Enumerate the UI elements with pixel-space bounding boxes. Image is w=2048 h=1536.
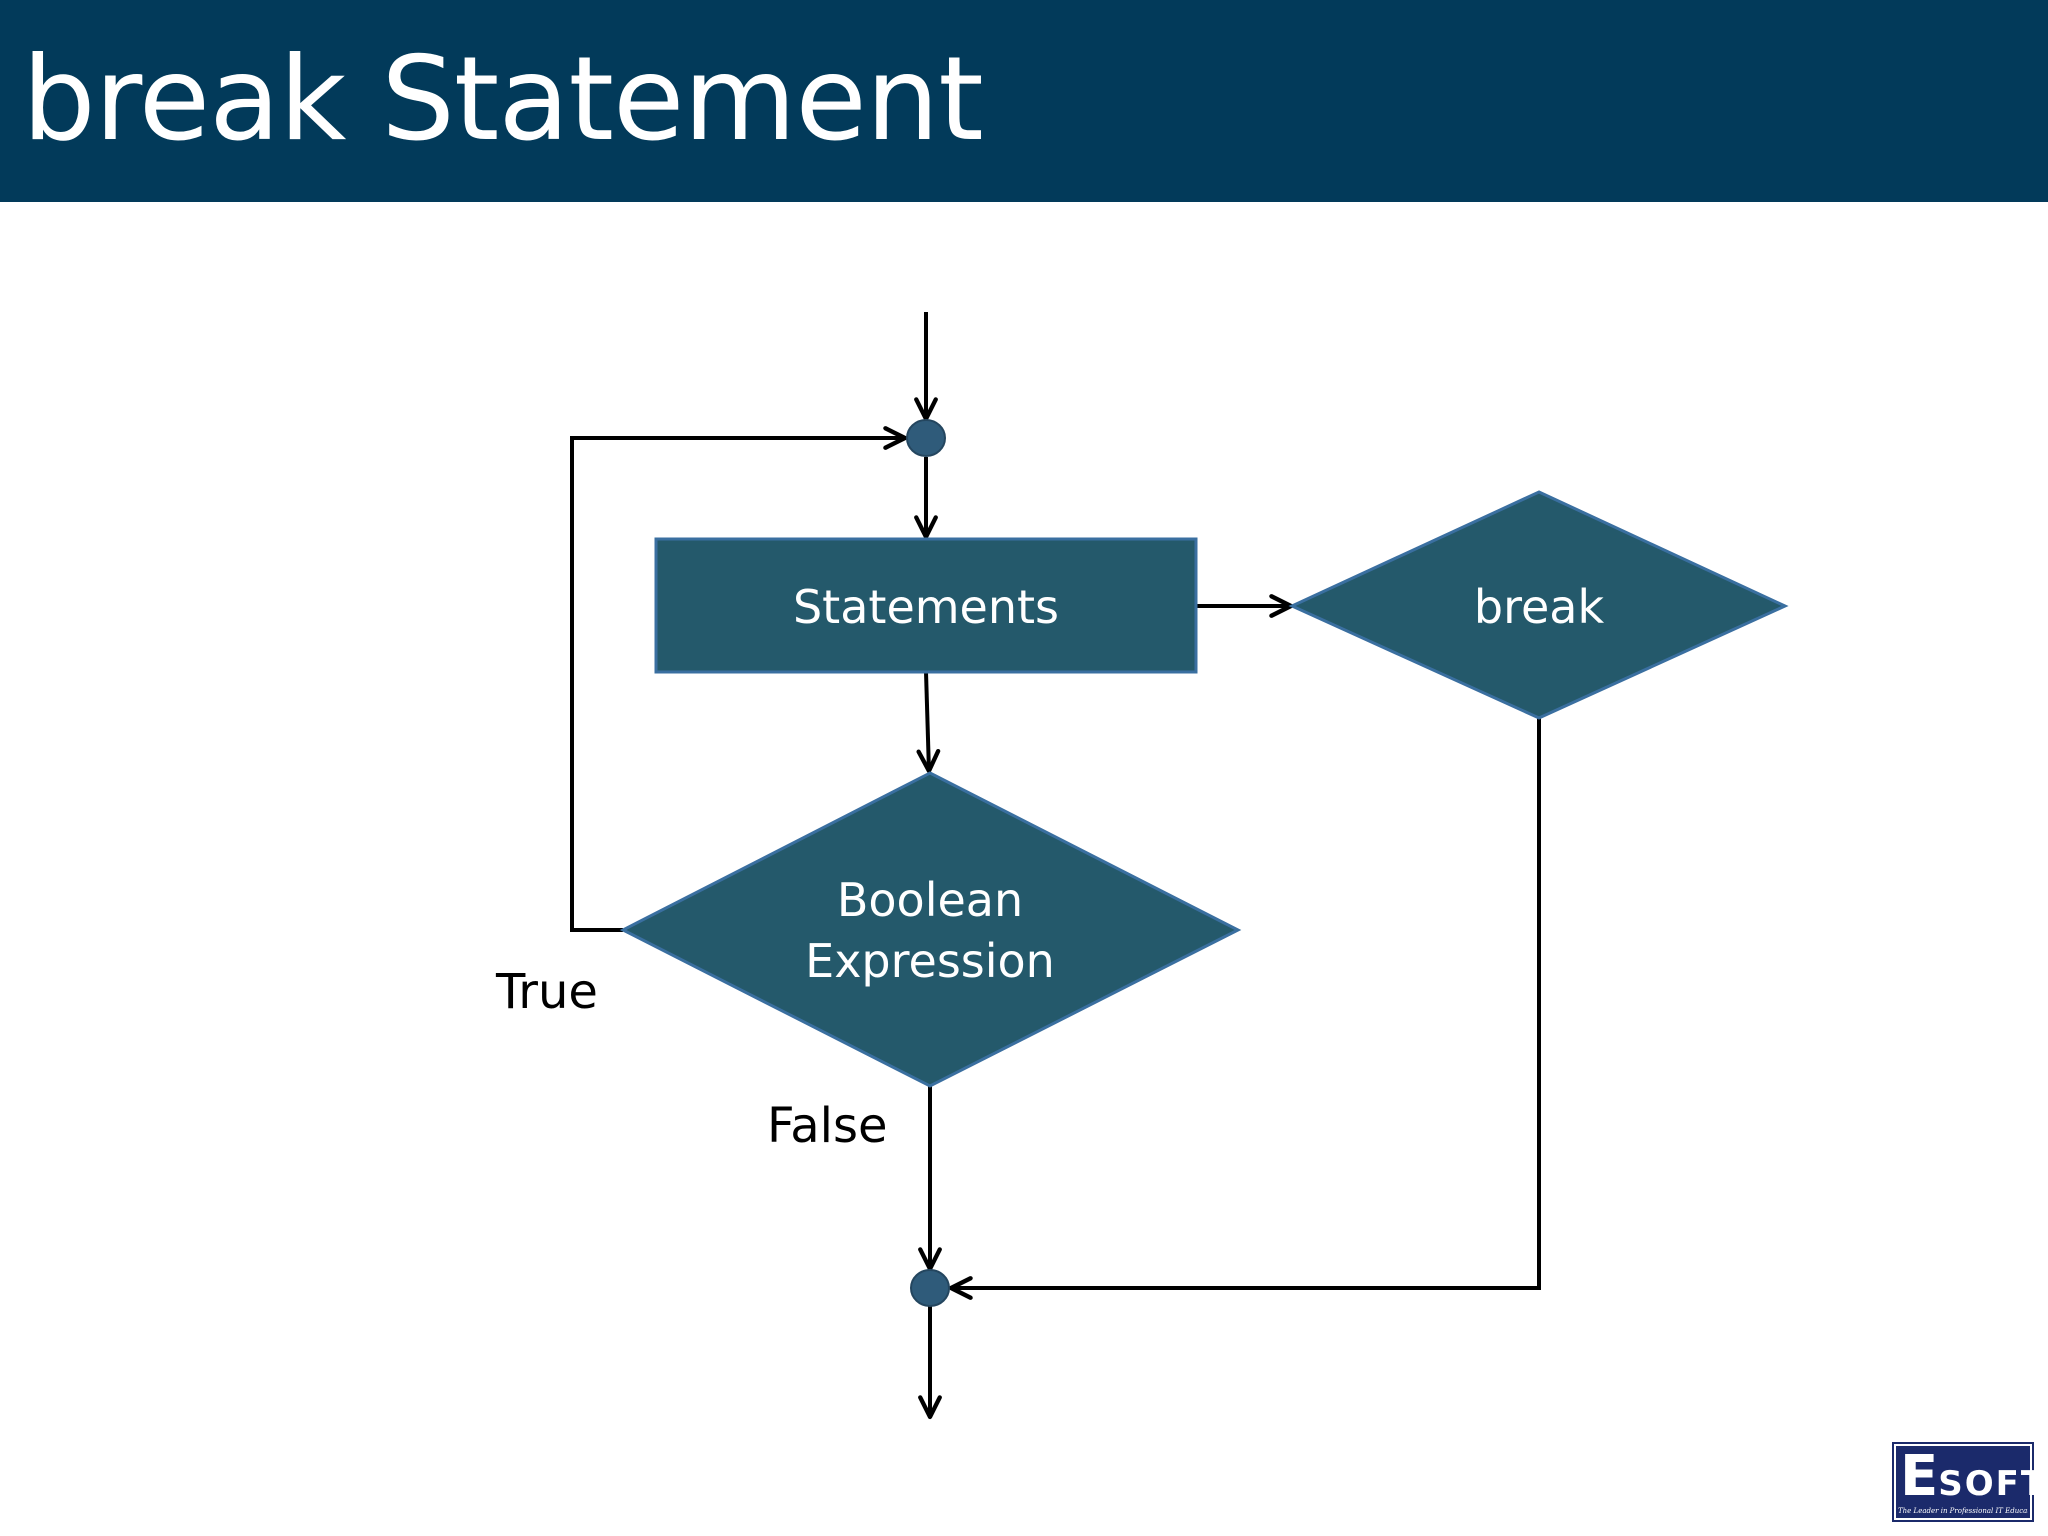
logo-wordmark-initial: E <box>1900 1444 1939 1509</box>
condition-label-line2: Expression <box>805 934 1055 988</box>
break-diamond <box>1288 490 1789 720</box>
title-bar: break Statement <box>0 0 2048 202</box>
esoft-logo: ESOFT The Leader in Professional IT Educ… <box>1894 1444 2044 1520</box>
break-node: break <box>1288 490 1789 720</box>
condition-diamond <box>619 771 1242 1088</box>
slide-title: break Statement <box>22 32 984 167</box>
condition-node: Boolean Expression <box>619 771 1242 1088</box>
break-label: break <box>1474 580 1605 634</box>
loop-merge-connector <box>906 419 946 457</box>
edges <box>570 312 1541 1420</box>
statements-box <box>654 537 1198 674</box>
statements-label: Statements <box>793 580 1059 634</box>
break-jump-arrow <box>948 716 1541 1300</box>
false-label: False <box>767 1098 888 1154</box>
exit-merge-connector <box>910 1269 950 1307</box>
logo-wordmark-rest: SOFT <box>1938 1464 2047 1504</box>
logo-tagline: The Leader in Professional IT Education <box>1898 1507 2028 1515</box>
statements-to-condition-arrow <box>916 671 941 774</box>
true-loop-back-arrow <box>570 426 908 932</box>
true-label: True <box>495 964 598 1020</box>
condition-label-line1: Boolean <box>837 873 1023 927</box>
logo-wordmark: ESOFT <box>1900 1448 2044 1519</box>
statements-node: Statements <box>654 537 1198 674</box>
